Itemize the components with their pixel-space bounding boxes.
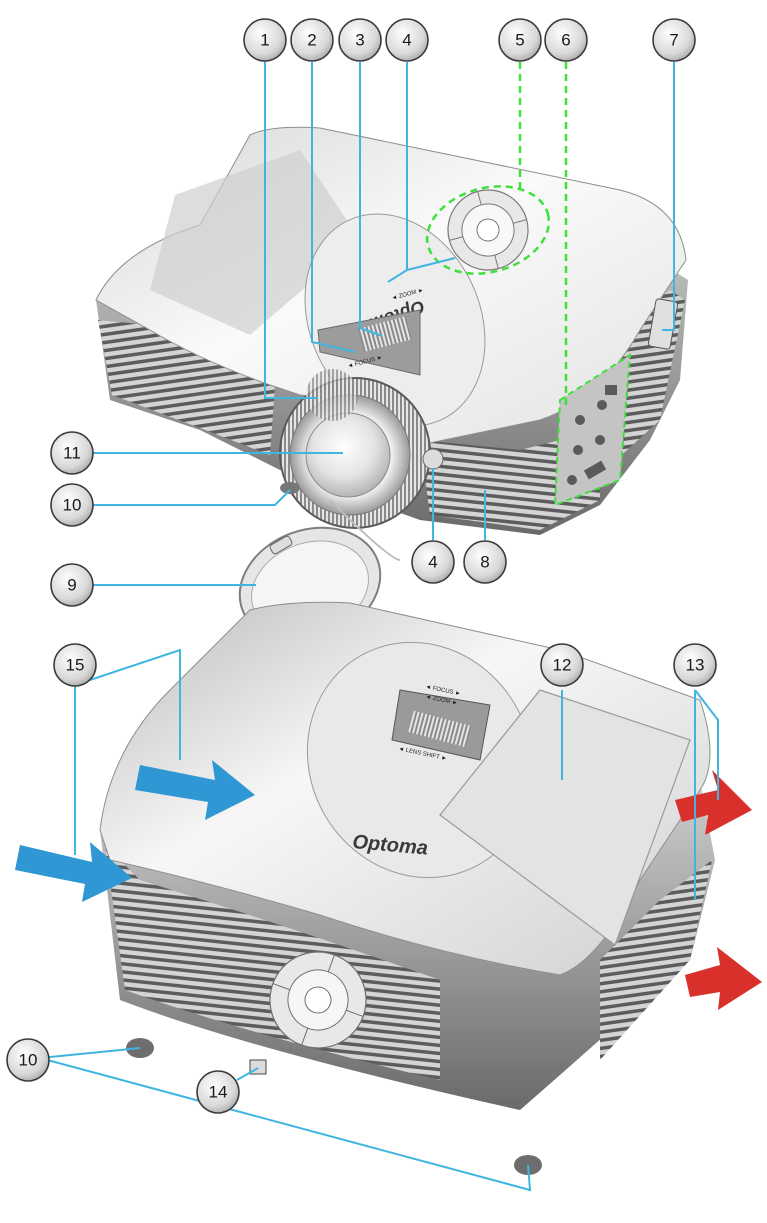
exhaust-arrows (675, 770, 762, 1010)
svg-text:12: 12 (553, 656, 572, 675)
projector-rear-view: Optoma ◄ FOCUS ► ◄ ZOOM ► ◄ LENS SHIFT ► (99, 601, 715, 1175)
control-keypad-top (447, 189, 529, 271)
callout-4-bottom: 4 (411, 540, 455, 584)
svg-text:9: 9 (67, 576, 76, 595)
svg-text:4: 4 (402, 31, 411, 50)
svg-text:2: 2 (307, 31, 316, 50)
callout-9: 9 (50, 563, 94, 607)
callout-5: 5 (498, 18, 542, 62)
lens-glass (305, 412, 391, 498)
callout-1: 1 (243, 18, 287, 62)
projector-front-view: Optoma ◄ FOCUS ► ◄ ZOOM ► (95, 126, 688, 644)
svg-text:10: 10 (19, 1051, 38, 1070)
lamp-cover-top (150, 150, 360, 335)
callout-3: 3 (338, 18, 382, 62)
callout-4-top: 4 (385, 18, 429, 62)
svg-text:11: 11 (63, 444, 81, 463)
front-foot (280, 482, 300, 494)
intake-arrow-lower (15, 842, 132, 902)
exhaust-arrow-lower (685, 947, 762, 1010)
callout-6: 6 (544, 18, 588, 62)
svg-text:1: 1 (260, 31, 269, 50)
callout-12: 12 (540, 643, 584, 687)
svg-text:10: 10 (63, 496, 82, 515)
callout-10-bottom: 10 (6, 1038, 50, 1082)
io-ports (567, 385, 617, 485)
lamp-cover-rear (439, 689, 691, 946)
svg-text:4: 4 (428, 553, 437, 572)
callout-14: 14 (196, 1070, 240, 1114)
intake-arrows (15, 760, 255, 902)
rear-vents-right (600, 860, 712, 1060)
intake-arrow-upper (135, 760, 255, 820)
focus-ring (306, 369, 358, 421)
svg-text:15: 15 (66, 656, 85, 675)
svg-text:5: 5 (515, 31, 524, 50)
svg-text:8: 8 (480, 553, 489, 572)
rear-knurl (408, 710, 472, 748)
svg-text:6: 6 (561, 31, 570, 50)
svg-text:13: 13 (686, 656, 705, 675)
zoom-ring-knurl (357, 315, 413, 353)
control-keypad-rear (269, 951, 367, 1049)
svg-text:7: 7 (669, 31, 678, 50)
callout-8: 8 (463, 540, 507, 584)
keypad-group-outline (425, 185, 551, 275)
callout-11: 11 (50, 431, 94, 475)
callout-7: 7 (652, 18, 696, 62)
callout-15: 15 (53, 643, 97, 687)
callout-10-top: 10 (50, 483, 94, 527)
callout-13: 13 (673, 643, 717, 687)
exhaust-arrow-upper (675, 770, 752, 835)
callout-2: 2 (290, 18, 334, 62)
svg-text:3: 3 (355, 31, 364, 50)
front-vents-left (98, 320, 275, 455)
ir-receiver-front (422, 448, 444, 470)
svg-text:14: 14 (209, 1083, 228, 1102)
